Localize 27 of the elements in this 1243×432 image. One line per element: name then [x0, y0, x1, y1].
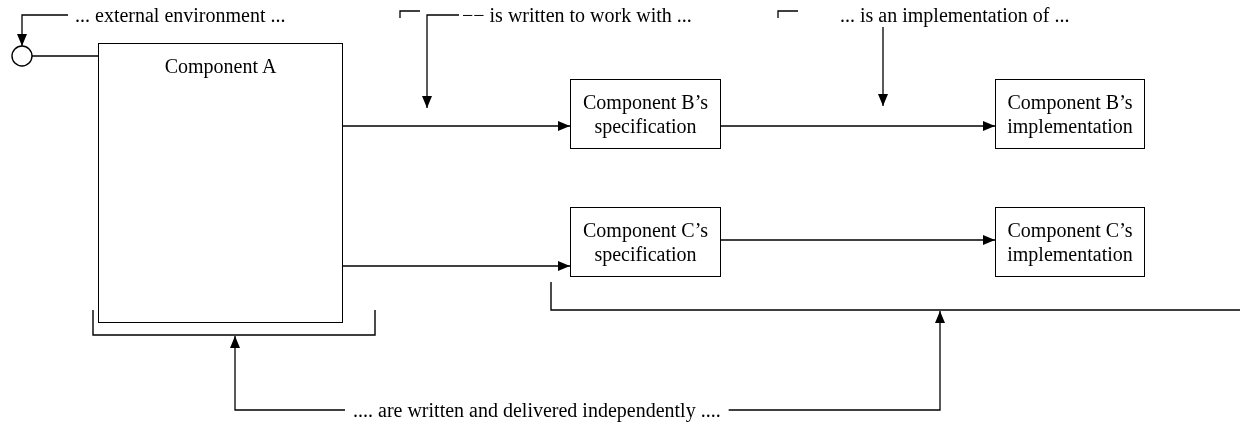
box-label: Component A — [164, 54, 277, 78]
box-label: Component C’s specification — [582, 218, 709, 266]
bracket — [92, 309, 376, 336]
arrow — [720, 235, 996, 245]
arrow — [342, 121, 571, 131]
leader-line — [230, 335, 346, 411]
leader-line — [17, 14, 69, 47]
annotation-text: .... are written and delivered independently .... — [353, 399, 721, 421]
box-label: Component B’s implementation — [1006, 90, 1134, 138]
leader-line — [878, 26, 888, 107]
arrow — [342, 261, 571, 271]
arrow — [720, 121, 996, 131]
annotation-text: ... external environment ... — [75, 4, 286, 26]
component-box — [995, 79, 1145, 149]
component-box — [98, 43, 343, 323]
bracket — [550, 281, 1241, 311]
component-box — [570, 207, 721, 277]
connector-line — [31, 55, 99, 57]
leader-line — [728, 310, 945, 411]
terminal-circle — [11, 45, 33, 67]
box-label: Component C’s implementation — [1006, 218, 1134, 266]
annotation-text: ... is an implementation of ... — [840, 4, 1070, 26]
leader-line — [422, 14, 460, 109]
component-box — [995, 207, 1145, 277]
component-box — [570, 79, 721, 149]
annotation-text: −− is written to work with ... — [462, 4, 692, 26]
box-label: Component B’s specification — [582, 90, 709, 138]
